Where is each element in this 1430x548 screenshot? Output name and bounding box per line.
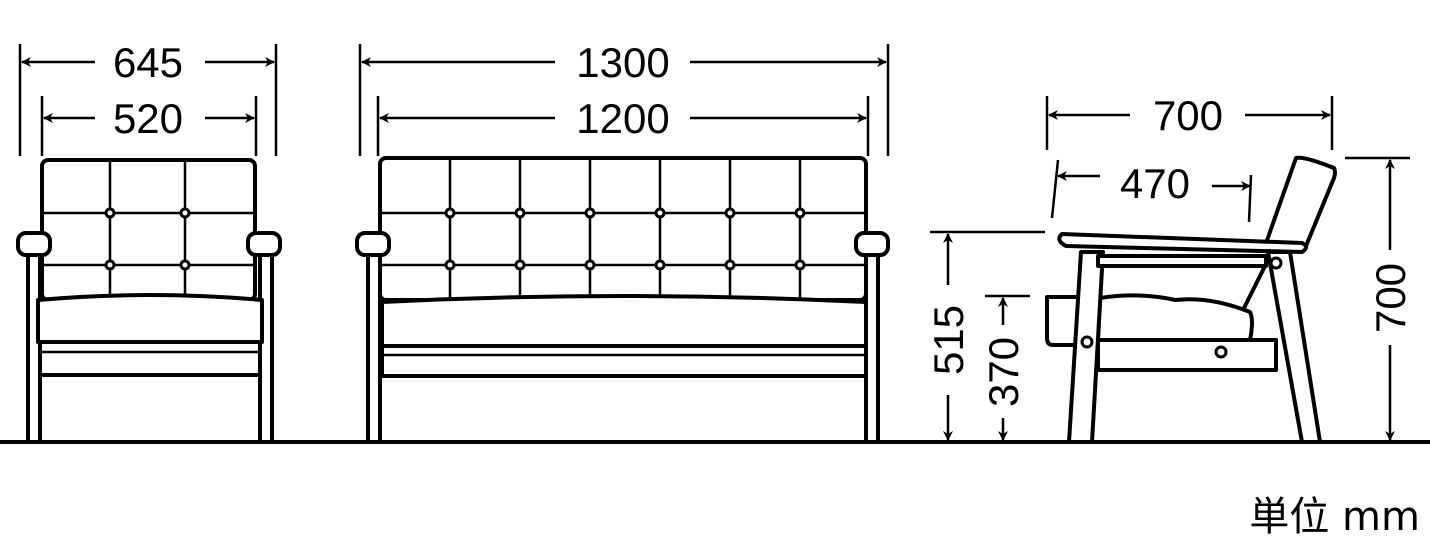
dimension-lines	[18, 44, 1410, 441]
arm-height-label: 515	[925, 305, 972, 375]
armchair-side-view	[1045, 155, 1337, 444]
sofa-overall-width-label: 1300	[576, 39, 669, 86]
chair-overall-width-label: 645	[113, 39, 183, 86]
chair-inner-width-label: 520	[113, 95, 183, 142]
side-depth-label: 700	[1153, 92, 1223, 139]
seat-depth-label: 470	[1120, 160, 1190, 207]
unit-label: 単位 mm	[1249, 494, 1420, 540]
sofa-inner-width-label: 1200	[576, 95, 669, 142]
seat-height-label: 370	[980, 337, 1027, 407]
armchair-front-view	[16, 158, 282, 444]
sofa-front-view	[355, 156, 890, 444]
overall-height-label: 700	[1367, 263, 1414, 333]
